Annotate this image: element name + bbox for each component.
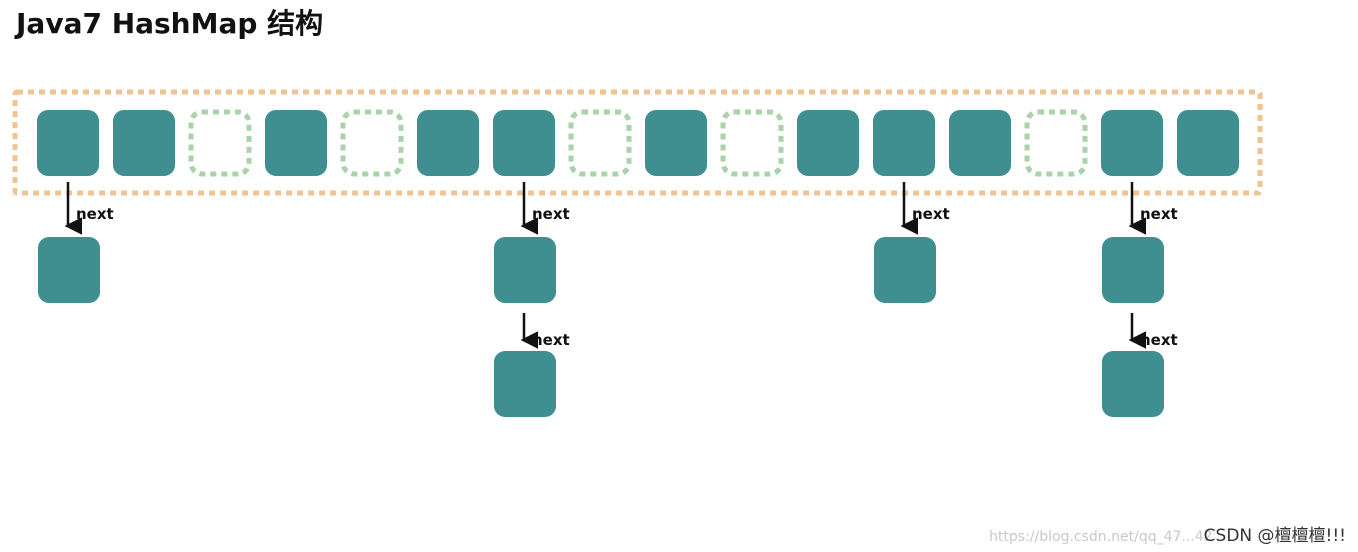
watermark-url: https://blog.csdn.net/qq_47...42 xyxy=(989,529,1213,545)
bucket-entry xyxy=(113,110,175,176)
bucket-entry xyxy=(1177,110,1239,176)
bucket-array-border xyxy=(12,89,1263,196)
next-label: next xyxy=(912,205,950,223)
watermark: https://blog.csdn.net/qq_47...42 CSDN @檀… xyxy=(989,521,1346,546)
bucket-entry xyxy=(873,110,935,176)
chain-node xyxy=(494,237,556,303)
chain-node xyxy=(38,237,100,303)
next-label: next xyxy=(1140,331,1178,349)
bucket-empty xyxy=(720,109,784,177)
bucket-entry xyxy=(1101,110,1163,176)
bucket-empty xyxy=(340,109,404,177)
bucket-entry xyxy=(949,110,1011,176)
bucket-empty xyxy=(188,109,252,177)
bucket-entry xyxy=(417,110,479,176)
next-label: next xyxy=(76,205,114,223)
chain-node xyxy=(1102,237,1164,303)
next-label: next xyxy=(1140,205,1178,223)
linked-chains: next next next next next next xyxy=(38,182,1178,417)
diagram-title: Java7 HashMap 结构 xyxy=(16,7,324,40)
bucket-empty xyxy=(568,109,632,177)
bucket-entry xyxy=(265,110,327,176)
bucket-entry xyxy=(493,110,555,176)
watermark-brand: CSDN @檀檀檀!!! xyxy=(1203,526,1346,546)
bucket-entry xyxy=(797,110,859,176)
bucket-empty xyxy=(1024,109,1088,177)
bucket-slots xyxy=(37,109,1239,177)
chain-node xyxy=(1102,351,1164,417)
bucket-entry xyxy=(645,110,707,176)
next-label: next xyxy=(532,331,570,349)
bucket-entry xyxy=(37,110,99,176)
next-label: next xyxy=(532,205,570,223)
chain-node xyxy=(874,237,936,303)
chain-node xyxy=(494,351,556,417)
